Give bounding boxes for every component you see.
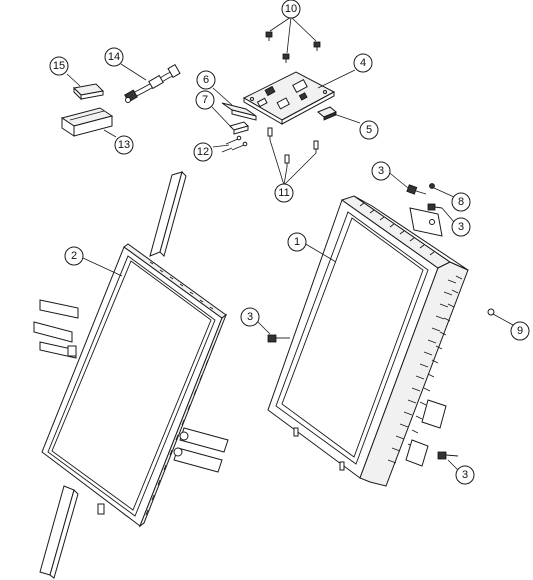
part-14-connector: [124, 63, 181, 103]
svg-text:12: 12: [197, 146, 209, 158]
svg-text:13: 13: [118, 139, 130, 151]
callout-7: 7: [195, 90, 215, 110]
svg-text:2: 2: [71, 250, 77, 262]
callout-4: 4: [353, 53, 373, 73]
part-4-circuit-board: [242, 71, 336, 125]
callout-3-right: 3: [451, 217, 471, 237]
callout-6: 6: [196, 70, 216, 90]
callout-13: 13: [114, 135, 134, 155]
part-7-clip: [229, 121, 249, 135]
svg-text:3: 3: [378, 165, 384, 177]
svg-text:3: 3: [462, 469, 468, 481]
part-9-screw: [487, 308, 495, 316]
svg-text:15: 15: [53, 60, 65, 72]
callout-8: 8: [451, 192, 471, 212]
svg-text:9: 9: [517, 325, 523, 337]
callout-3-bottom: 3: [455, 465, 475, 485]
part-3-screw-bottom: [437, 451, 459, 460]
part-6-bracket: [221, 102, 257, 121]
callout-2: 2: [64, 246, 84, 266]
part-1-chassis: [267, 195, 469, 487]
part-3-screw-right: [427, 203, 443, 211]
part-12-pins: [221, 135, 248, 153]
callout-11: 11: [274, 183, 294, 203]
part-3-screw-upper: [406, 184, 427, 195]
svg-text:8: 8: [458, 196, 464, 208]
svg-text:1: 1: [294, 236, 300, 248]
svg-text:3: 3: [247, 311, 253, 323]
callout-12: 12: [193, 142, 213, 162]
svg-text:6: 6: [203, 74, 209, 86]
svg-text:5: 5: [366, 124, 372, 136]
svg-text:4: 4: [360, 57, 366, 69]
callout-1: 1: [287, 232, 307, 252]
callout-14: 14: [104, 47, 124, 67]
part-8-nut: [429, 183, 435, 189]
callout-10: 10: [281, 0, 301, 19]
callout-3-left: 3: [240, 307, 260, 327]
part-2-display-panel: [33, 171, 229, 579]
svg-text:14: 14: [108, 51, 120, 63]
leader-lines: [66, 16, 514, 471]
callout-15: 15: [49, 56, 69, 76]
callout-3-top: 3: [371, 161, 391, 181]
callout-9: 9: [510, 321, 530, 341]
svg-text:7: 7: [202, 94, 208, 106]
part-5-chip: [317, 106, 337, 121]
callout-5: 5: [359, 120, 379, 140]
part-3-screw-left: [267, 334, 290, 343]
part-15-pad: [72, 83, 105, 101]
part-11-standoffs: [267, 127, 319, 167]
svg-text:3: 3: [458, 221, 464, 233]
part-13-battery: [60, 107, 114, 137]
part-10-screws: [265, 31, 321, 63]
svg-text:10: 10: [285, 3, 297, 15]
svg-text:11: 11: [278, 187, 289, 199]
